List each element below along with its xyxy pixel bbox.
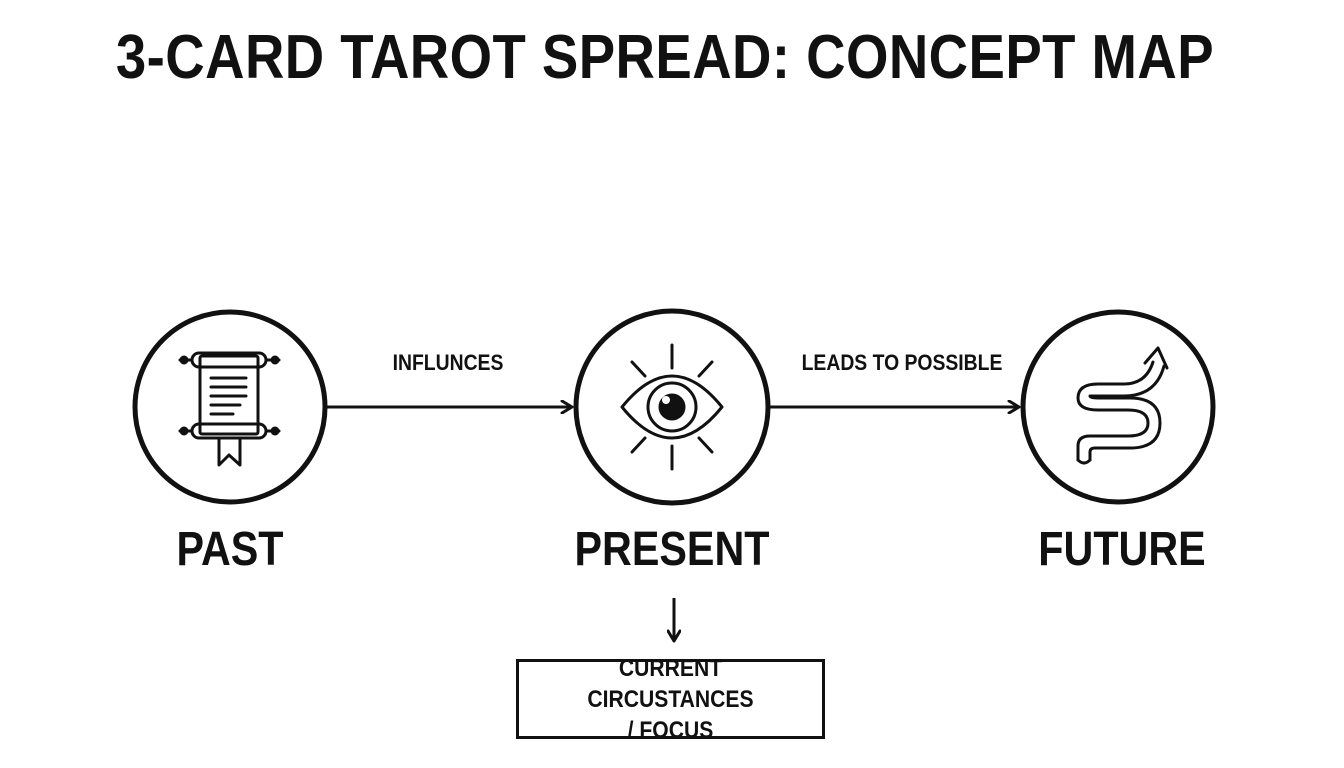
eye-icon bbox=[620, 343, 724, 471]
edge-label-leads-to-possible: LEADS TO POSSIBLE bbox=[801, 350, 1003, 375]
present-node-circle bbox=[573, 308, 771, 506]
edge-label-influences: INFLUNCES bbox=[392, 350, 504, 375]
scroll-icon bbox=[178, 351, 281, 467]
diagram-title: 3-CARD TAROT SPREAD: CONCEPT MAP bbox=[115, 23, 1215, 92]
current-focus-line-2: / FOCUS bbox=[627, 716, 714, 744]
current-focus-text: CURRENT CIRCUSTANCES / FOCUS bbox=[537, 653, 804, 746]
current-focus-box: CURRENT CIRCUSTANCES / FOCUS bbox=[516, 655, 825, 744]
node-label-future: FUTURE bbox=[1038, 523, 1206, 576]
node-label-past: PAST bbox=[176, 523, 284, 576]
node-label-present: PRESENT bbox=[574, 523, 770, 576]
current-focus-line-1: CURRENT CIRCUSTANCES bbox=[587, 654, 754, 713]
future-node-circle bbox=[1020, 309, 1216, 505]
winding-path-arrow-icon bbox=[1076, 346, 1169, 465]
past-node-circle bbox=[132, 309, 328, 505]
